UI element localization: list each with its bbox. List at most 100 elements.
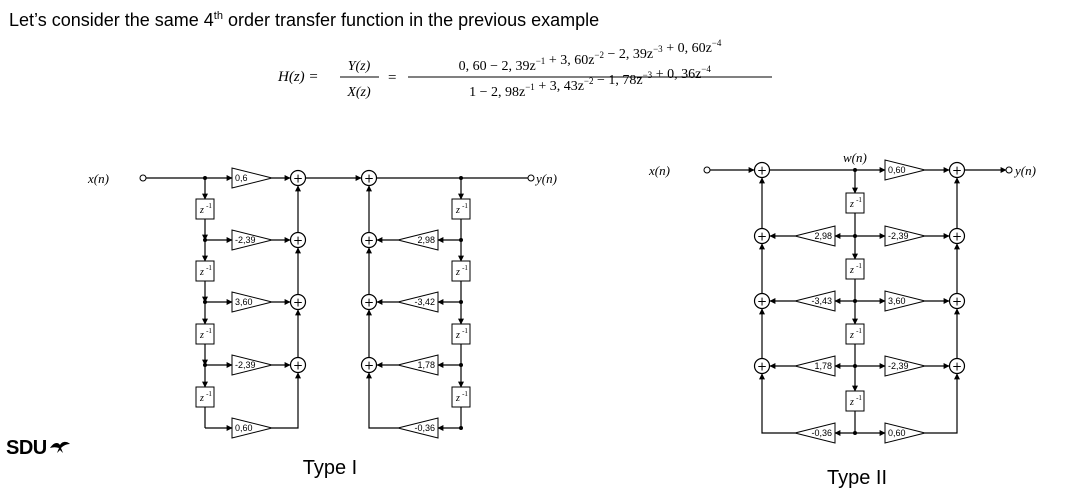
delay-label: z [849,199,854,210]
gain-label: -2,39 [888,231,909,241]
gain-triangle [231,291,273,313]
adder-plus-label: + [364,172,374,186]
delay-label: z [199,205,204,216]
equation-equals: = [388,70,396,86]
gain-label: -0,36 [414,423,435,433]
gain-label: 0,6 [235,173,248,183]
feedback-line [366,372,398,429]
gain-triangle [794,225,836,247]
delay-label: z [199,330,204,341]
gain-triangle [884,159,926,181]
equation-fraction-denominator: X(z) [346,85,371,100]
gain-label: 0,60 [888,428,906,438]
delay-label: z [199,393,204,404]
input-label: x(n) [648,163,670,178]
delay-label: z [455,267,460,278]
gain-triangle [884,225,926,247]
adder-plus-label: + [952,360,962,374]
gain-label: -3,43 [811,296,832,306]
equation-numerator: 0, 60 − 2, 39z−1 + 3, 60z−2 − 2, 39z−3 +… [459,38,722,74]
delay-block: z-1 [845,323,865,345]
gain-label: -2,39 [888,361,909,371]
gain-triangle [397,417,439,439]
adder-plus-label: + [757,164,767,178]
delay-exponent: -1 [206,327,212,335]
adder-plus-label: + [364,359,374,373]
delay-label: z [455,205,460,216]
gain-triangle [397,229,439,251]
adder-plus-label: + [757,360,767,374]
delay-label: z [455,393,460,404]
delay-exponent: -1 [856,327,862,335]
delay-exponent: -1 [462,202,468,210]
gain-triangle [884,422,926,444]
tap-line [272,372,301,429]
gain-label: 1,78 [417,360,435,370]
state-label: w(n) [843,150,867,165]
adder-plus-label: + [293,359,303,373]
output-label: y(n) [534,171,557,186]
delay-exponent: -1 [206,202,212,210]
delay-label: z [849,397,854,408]
delay-block: z-1 [451,386,471,408]
adder-plus-label: + [293,296,303,310]
sdu-logo: SDU [6,437,71,460]
adder-plus-label: + [952,295,962,309]
type2-caption: Type II [827,467,887,489]
gain-label: 0,60 [235,423,253,433]
slide-heading: Let’s consider the same 4th order transf… [9,10,600,30]
gain-label: 3,60 [235,297,253,307]
gain-triangle [231,167,273,189]
sdu-bird-icon [49,441,70,453]
gain-triangle [794,355,836,377]
adder-plus-label: + [757,295,767,309]
gain-label: 2,98 [814,231,832,241]
gain-triangle [884,355,926,377]
delay-exponent: -1 [856,394,862,402]
output-label: y(n) [1013,163,1036,178]
gain-triangle [231,417,273,439]
gain-label: -2,39 [235,235,256,245]
gain-triangle [884,290,926,312]
adder-plus-label: + [952,164,962,178]
input-terminal [139,174,147,182]
adder-plus-label: + [293,234,303,248]
delay-block: z-1 [845,192,865,214]
delay-block: z-1 [195,198,215,220]
delay-exponent: -1 [206,264,212,272]
gain-label: 3,60 [888,296,906,306]
delay-block: z-1 [845,258,865,280]
delay-block: z-1 [451,198,471,220]
delay-exponent: -1 [462,327,468,335]
type1-direct-form-diagram: x(n)z-1z-1z-1z-10,6+-2,39+3,60+-2,39+0,6… [87,167,557,479]
gain-triangle [397,354,439,376]
delay-label: z [199,267,204,278]
gain-triangle [397,291,439,313]
gain-label: 1,78 [814,361,832,371]
type2-direct-form-diagram: x(n)++++w(n)z-1z-1z-1z-10,60+y(n)+++2,98… [648,150,1036,489]
output-terminal [527,174,535,182]
delay-label: z [849,330,854,341]
output-terminal [1005,166,1013,174]
input-terminal [703,166,711,174]
input-label: x(n) [87,171,109,186]
feedback-line [759,373,795,434]
delay-block: z-1 [451,323,471,345]
gain-label: -2,39 [235,360,256,370]
delay-label: z [849,265,854,276]
adder-plus-label: + [952,230,962,244]
gain-triangle [794,290,836,312]
delay-exponent: -1 [856,262,862,270]
delay-exponent: -1 [462,390,468,398]
gain-triangle [231,229,273,251]
tap-line [925,373,960,434]
adder-plus-label: + [757,230,767,244]
gain-label: -0,36 [811,428,832,438]
delay-exponent: -1 [462,264,468,272]
delay-label: z [455,330,460,341]
type1-caption: Type I [303,457,357,479]
delay-block: z-1 [195,323,215,345]
delay-exponent: -1 [206,390,212,398]
gain-label: 0,60 [888,165,906,175]
